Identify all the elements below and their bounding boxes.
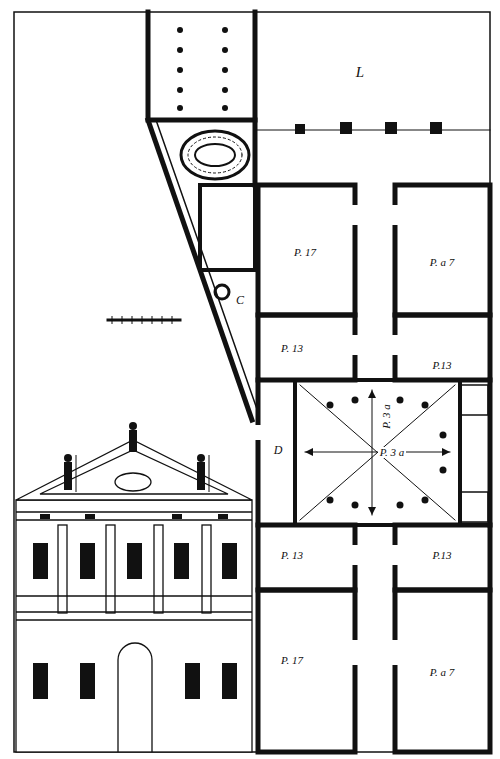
room-label: P. 3 a [381,402,392,431]
room-label: P. 13 [279,550,305,561]
room-label: P. 17 [292,247,318,258]
room-label: P.13 [430,550,453,561]
room-label: P. a 7 [428,667,457,678]
room-label: C [234,294,246,306]
room-label: P.13 [430,360,453,371]
room-label: P. 13 [279,343,305,354]
room-label: L [354,65,366,80]
room-label: P. 17 [279,655,305,666]
room-label: D [272,444,285,456]
room-label: P. 3 a [378,447,407,458]
room-label: P. a 7 [428,257,457,268]
